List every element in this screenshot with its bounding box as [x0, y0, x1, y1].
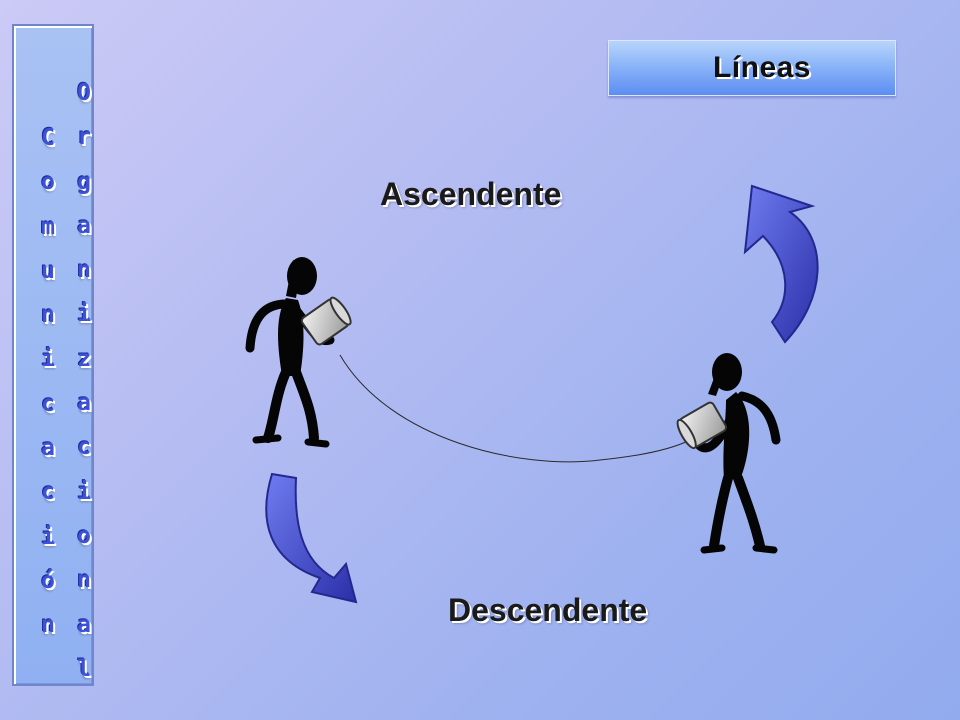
curved-down-arrow-icon: [265, 472, 358, 604]
string-line: [339, 354, 691, 463]
person-with-can-icon: [676, 353, 781, 554]
vertical-letter: i: [41, 346, 55, 373]
vertical-letter: c: [41, 390, 55, 417]
vertical-letter: n: [41, 612, 55, 639]
vertical-letter: C: [41, 125, 55, 151]
label-descendente: Descendente: [448, 592, 648, 628]
vertical-letter: i: [77, 301, 91, 328]
vertical-letter: i: [41, 523, 55, 550]
vertical-letter: g: [77, 168, 91, 195]
vertical-letter: n: [77, 567, 91, 594]
vertical-letter: r: [77, 124, 91, 151]
vertical-letter: a: [41, 435, 55, 462]
vertical-letter: a: [77, 390, 91, 417]
vertical-letter: o: [77, 522, 91, 549]
vertical-letter: o: [41, 169, 55, 196]
vertical-letter: a: [77, 611, 91, 638]
vertical-letter: z: [77, 345, 91, 372]
vertical-letter: m: [41, 213, 55, 240]
vertical-letter: n: [41, 302, 55, 329]
vertical-letter: ó: [41, 567, 55, 594]
vertical-letter: c: [41, 479, 55, 506]
vertical-letter: i: [77, 478, 91, 505]
label-ascendente: Ascendente: [380, 176, 562, 212]
title-banner: Líneas: [608, 40, 896, 96]
vertical-letter: u: [41, 257, 55, 284]
page-title: Líneas: [712, 51, 811, 84]
vertical-letter: c: [77, 434, 91, 461]
person-with-can-icon: [245, 257, 352, 448]
vertical-letter: a: [77, 212, 91, 239]
vertical-letter: n: [77, 257, 91, 284]
curved-up-arrow-icon: [743, 184, 819, 344]
vertical-letter: l: [77, 655, 91, 682]
vertical-letter: O: [77, 80, 91, 106]
